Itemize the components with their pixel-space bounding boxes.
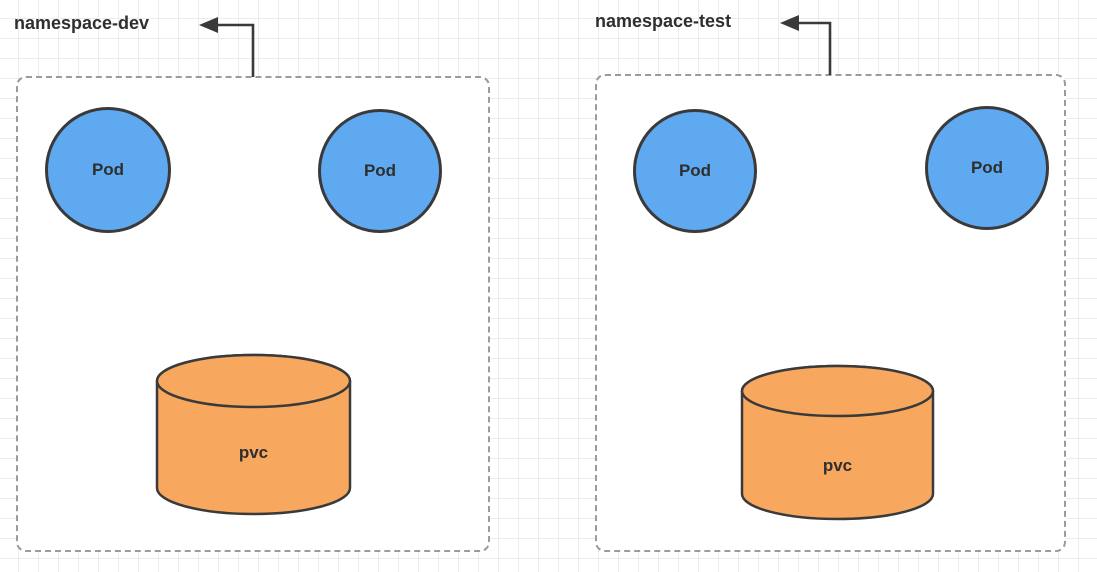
namespace-test-arrow[interactable] (780, 15, 832, 75)
pod-circle[interactable]: Pod (318, 109, 442, 233)
pod-label: Pod (678, 161, 712, 180)
pvc-label: pvc (822, 456, 853, 475)
pvc-cylinder[interactable]: pvc (740, 364, 935, 521)
pvc-label: pvc (238, 443, 269, 462)
namespace-dev-label[interactable]: namespace-dev (14, 13, 150, 33)
pod-circle[interactable]: Pod (925, 106, 1049, 230)
pod-label: Pod (970, 158, 1004, 177)
namespace-test-label[interactable]: namespace-test (595, 11, 732, 31)
cylinder-shape-icon (155, 353, 352, 516)
pod-label: Pod (91, 160, 125, 179)
pod-circle[interactable]: Pod (45, 107, 171, 233)
arrowhead-left-icon (780, 15, 799, 31)
pod-label: Pod (363, 161, 397, 180)
pvc-cylinder[interactable]: pvc (155, 353, 352, 516)
arrowhead-left-icon (199, 17, 218, 33)
cylinder-shape-icon (740, 364, 935, 521)
pod-circle[interactable]: Pod (633, 109, 757, 233)
namespace-dev-arrow[interactable] (199, 17, 255, 77)
